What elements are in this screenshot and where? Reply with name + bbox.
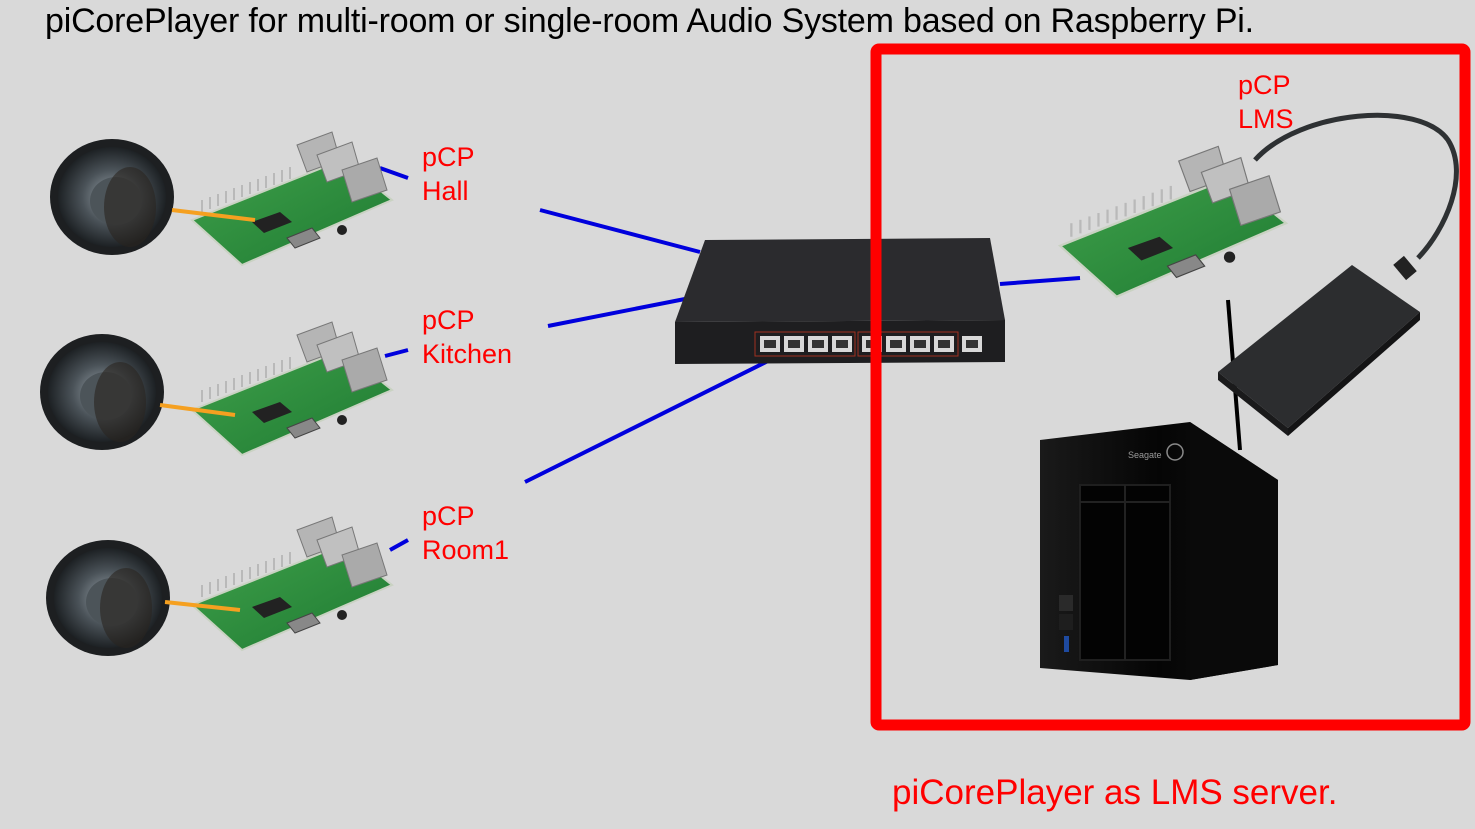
lms-caption: piCorePlayer as LMS server. bbox=[892, 773, 1338, 812]
label-line2: LMS bbox=[1238, 104, 1294, 134]
label-player-hall: pCP Hall bbox=[422, 140, 475, 208]
label-line1: pCP bbox=[1238, 70, 1291, 100]
label-line2: Room1 bbox=[422, 535, 510, 565]
label-server-lms: pCP LMS bbox=[1238, 68, 1294, 136]
raspberry-pi-icon bbox=[191, 516, 393, 651]
speaker-icon bbox=[40, 334, 164, 450]
cable-lms bbox=[999, 276, 1081, 286]
cable-room1 bbox=[524, 358, 771, 484]
audio-cable bbox=[171, 208, 256, 222]
player-room1 bbox=[46, 516, 393, 656]
label-player-kitchen: pCP Kitchen bbox=[422, 303, 512, 371]
network-cables bbox=[379, 166, 1081, 552]
speaker-icon bbox=[50, 139, 174, 255]
label-line1: pCP bbox=[422, 501, 475, 531]
nas-brand: Seagate bbox=[1128, 450, 1162, 460]
diagram-title: piCorePlayer for multi-room or single-ro… bbox=[45, 2, 1254, 40]
usb-cable bbox=[1253, 112, 1459, 260]
external-hdd-icon bbox=[1218, 255, 1420, 436]
speaker-icon bbox=[46, 540, 170, 656]
raspberry-pi-icon bbox=[191, 131, 393, 266]
cable-hall bbox=[539, 208, 701, 254]
nas-icon: Seagate bbox=[1040, 422, 1278, 680]
label-player-room1: pCP Room1 bbox=[422, 499, 509, 567]
label-line2: Hall bbox=[422, 176, 469, 206]
raspberry-pi-icon bbox=[191, 321, 393, 456]
cable-stub-room1 bbox=[389, 538, 409, 552]
player-kitchen bbox=[40, 321, 393, 456]
cable-kitchen bbox=[547, 296, 691, 328]
audio-cable bbox=[164, 600, 241, 612]
lms-highlight-box bbox=[870, 43, 1471, 731]
label-line2: Kitchen bbox=[422, 339, 513, 369]
player-hall bbox=[50, 131, 393, 266]
cable-stub-hall bbox=[379, 166, 409, 180]
cable-stub-kitchen bbox=[384, 348, 409, 358]
label-line1: pCP bbox=[422, 305, 475, 335]
audio-cable bbox=[159, 403, 236, 417]
network-switch-icon bbox=[675, 238, 1005, 364]
label-line1: pCP bbox=[422, 142, 475, 172]
raspberry-pi-icon bbox=[1058, 145, 1288, 298]
